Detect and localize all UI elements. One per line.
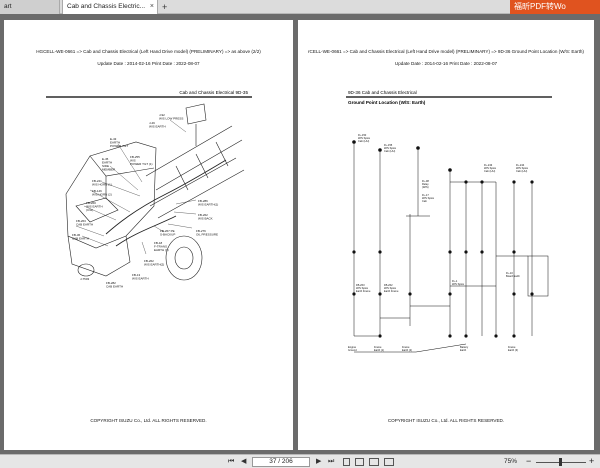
- section-label: 9D-36 Cab and Chassis Electrical: [348, 90, 417, 95]
- new-tab-button[interactable]: +: [162, 2, 168, 12]
- copyright: COPYRIGHT ISUZU Co., Ltd. ALL RIGHTS RES…: [90, 418, 207, 423]
- promo-label: 福昕PDF转Wo: [514, 2, 566, 11]
- diagram-title: Ground Point Location (W/S: Earth): [348, 100, 426, 105]
- tab-label: Cab and Chassis Electric...: [67, 3, 146, 10]
- pdf-page-left: HGCELL-WE-0661 => Cab and Chassis Electr…: [4, 20, 293, 450]
- zoom-slider-thumb[interactable]: [559, 458, 562, 466]
- facing-view-icon[interactable]: [369, 458, 379, 466]
- tab-previous-document[interactable]: art: [0, 0, 60, 14]
- pdf-page-right: rCELL-WE-0661 => Cab and Chassis Electri…: [298, 20, 594, 450]
- tab-bar: art Cab and Chassis Electric... × + 福昕PD…: [0, 0, 600, 14]
- copyright: COPYRIGHT ISUZU Co., Ltd. ALL RIGHTS RES…: [387, 418, 505, 423]
- callout: J-7503: [80, 277, 90, 281]
- page-number-field[interactable]: 37 / 206: [252, 457, 310, 467]
- close-tab-icon[interactable]: ×: [149, 3, 154, 10]
- section-label: Cab and Chassis Electrical 9D-35: [179, 90, 248, 95]
- single-page-view-icon[interactable]: [343, 458, 350, 466]
- page-header-path: rCELL-WE-0661 => Cab and Chassis Electri…: [308, 49, 584, 54]
- ground-point-wiring-diagram: 9D-36 Cab and Chassis Electrical Ground …: [346, 90, 552, 353]
- page-header-dates: Update Date : 2014-02-16 Print Date : 20…: [97, 61, 200, 66]
- previous-page-icon[interactable]: ◀: [241, 458, 247, 465]
- total-pages: 206: [281, 458, 293, 465]
- document-viewer[interactable]: HGCELL-WE-0661 => Cab and Chassis Electr…: [0, 14, 600, 454]
- next-page-icon[interactable]: ▶: [316, 458, 322, 465]
- last-page-icon[interactable]: ⏭: [328, 458, 335, 465]
- status-bar: ⏮ ◀ 37 / 206 ▶ ⏭ 75% − +: [0, 454, 600, 468]
- cab-chassis-illustration: Cab and Chassis Electrical 9D-35: [46, 90, 252, 289]
- tab-active-document[interactable]: Cab and Chassis Electric... ×: [62, 0, 158, 14]
- page-header-path: HGCELL-WE-0661 => Cab and Chassis Electr…: [36, 49, 261, 54]
- page-separator: /: [276, 458, 282, 465]
- facing-continuous-view-icon[interactable]: [384, 458, 394, 466]
- pdf-converter-promo-button[interactable]: 福昕PDF转Wo: [510, 0, 600, 14]
- zoom-level[interactable]: 75%: [504, 458, 518, 465]
- tab-label: art: [4, 3, 12, 10]
- current-page: 37: [269, 458, 277, 465]
- zoom-in-button[interactable]: +: [589, 456, 595, 466]
- first-page-icon[interactable]: ⏮: [228, 458, 235, 465]
- continuous-view-icon[interactable]: [355, 458, 364, 466]
- page-header-dates: Update Date : 2014-02-16 Print Date : 20…: [394, 61, 498, 66]
- zoom-out-button[interactable]: −: [526, 456, 532, 466]
